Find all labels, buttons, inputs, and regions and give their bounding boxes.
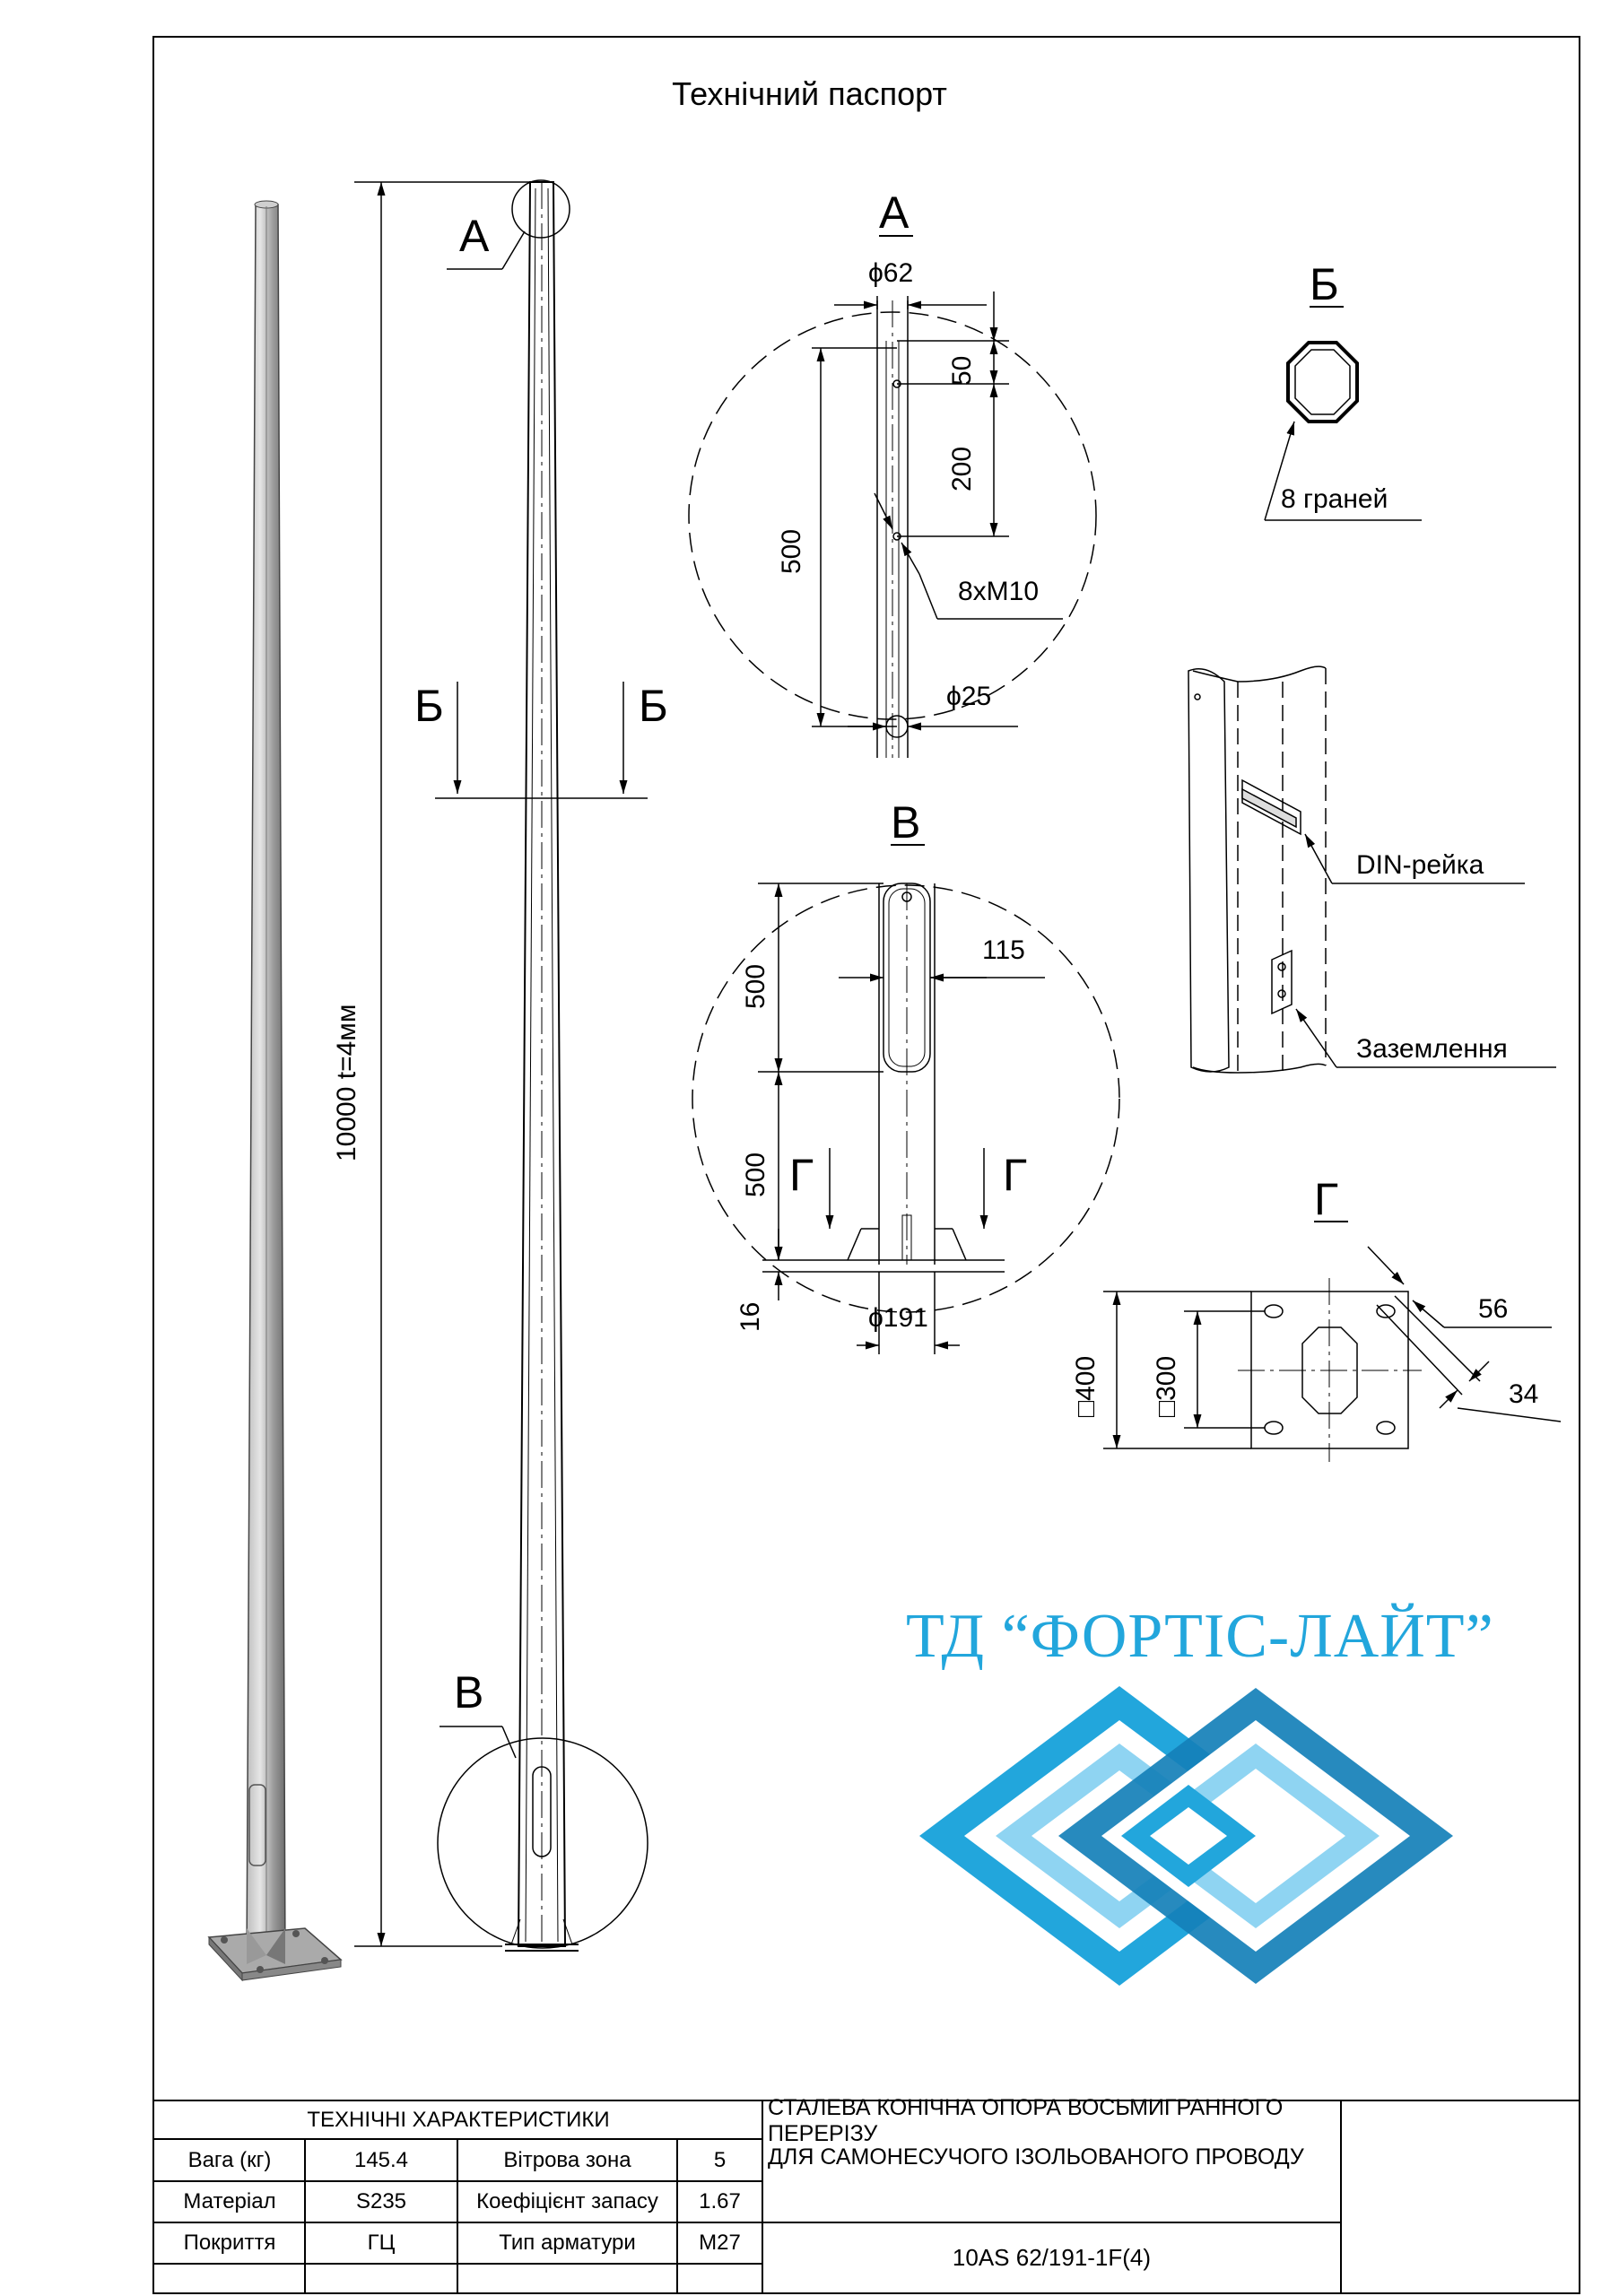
base-plate-g [1103, 1246, 1562, 1462]
spec-table-lines [154, 2100, 1579, 2294]
spec-val-safety: 1.67 [699, 2189, 741, 2213]
spec-table: ТЕХНІЧНІ ХАРАКТЕРИСТИКИ Вага (кг) 145.4 … [154, 2095, 1579, 2292]
section-b-line [435, 682, 648, 799]
page-title: Технічний паспорт [672, 75, 947, 112]
pole-3d-view [207, 200, 343, 1982]
spec-val-anchor: М27 [699, 2231, 741, 2255]
plate-g-dim-300: □300 [1152, 1355, 1181, 1417]
callout-v [437, 1726, 648, 1949]
height-dimension [354, 181, 529, 1947]
detail-a-title: А [879, 187, 910, 238]
title-underlines [879, 235, 1348, 1222]
pole-elevation [505, 181, 579, 1952]
detail-v-dim-115: 115 [982, 935, 1025, 965]
detail-a-dim-500: 500 [777, 528, 806, 574]
din-rail-label: DIN-рейка [1356, 850, 1484, 880]
company-logo-text: ТД “ФОРТІС-ЛАЙТ” [906, 1602, 1494, 1671]
detail-a [688, 291, 1097, 758]
detail-a-bolts: 8xM10 [958, 577, 1040, 606]
plate-g-dim-34: 34 [1509, 1379, 1539, 1409]
spec-name-anchor: Тип арматури [499, 2231, 636, 2255]
spec-table-heading: ТЕХНІЧНІ ХАРАКТЕРИСТИКИ [307, 2107, 610, 2132]
spec-val-wind: 5 [713, 2147, 727, 2172]
drawing-frame [152, 36, 1580, 2294]
product-code: 10AS 62/191-1F(4) [952, 2243, 1152, 2271]
spec-val-coating: ГЦ [367, 2231, 396, 2255]
section-b-octagon [1264, 341, 1422, 521]
plate-g-title: Г [1314, 1174, 1339, 1224]
spec-name-safety: Коефіцієнт запасу [476, 2189, 658, 2213]
callout-v-label: В [454, 1667, 484, 1718]
spec-name-weight: Вага (кг) [187, 2147, 272, 2172]
section-b-left-label: Б [414, 681, 444, 731]
spec-val-material: S235 [355, 2189, 407, 2213]
spec-name-coating: Покриття [183, 2231, 276, 2255]
spec-name-wind: Вітрова зона [503, 2147, 631, 2172]
detail-a-dim-50: 50 [947, 355, 977, 386]
detail-v-dim-500-top: 500 [741, 963, 770, 1009]
section-b-title: Б [1310, 259, 1339, 309]
detail-v-section-right: Г [1003, 1150, 1028, 1200]
section-b-right-label: Б [639, 681, 668, 731]
section-b-faces: 8 граней [1281, 484, 1388, 514]
detail-v-dim-500-bottom: 500 [741, 1152, 770, 1197]
detail-a-dia-hole: ϕ25 [946, 682, 992, 711]
callout-a-label: А [459, 211, 490, 261]
description-line-2: ДЛЯ САМОНЕСУЧОГО ІЗОЛЬОВАНОГО ПРОВОДУ [768, 2144, 1304, 2170]
detail-v-dia-base: ϕ191 [868, 1303, 928, 1333]
din-rail-view [1188, 665, 1556, 1074]
detail-v-section-left: Г [789, 1150, 814, 1200]
grounding-label: Заземлення [1356, 1034, 1508, 1064]
callout-a [447, 179, 570, 270]
height-dimension-label: 10000 t=4мм [332, 1004, 361, 1161]
detail-a-dim-200: 200 [947, 446, 977, 491]
spec-name-material: Матеріал [183, 2189, 276, 2213]
spec-val-weight: 145.4 [353, 2147, 409, 2172]
detail-a-dia-top: ϕ62 [868, 258, 914, 288]
plate-g-dim-56: 56 [1478, 1294, 1509, 1324]
company-logo-graphic [919, 1686, 1453, 1986]
plate-g-dim-400: □400 [1071, 1355, 1101, 1417]
detail-v [692, 883, 1120, 1354]
detail-v-dim-16: 16 [736, 1301, 765, 1332]
detail-v-title: В [891, 797, 921, 848]
